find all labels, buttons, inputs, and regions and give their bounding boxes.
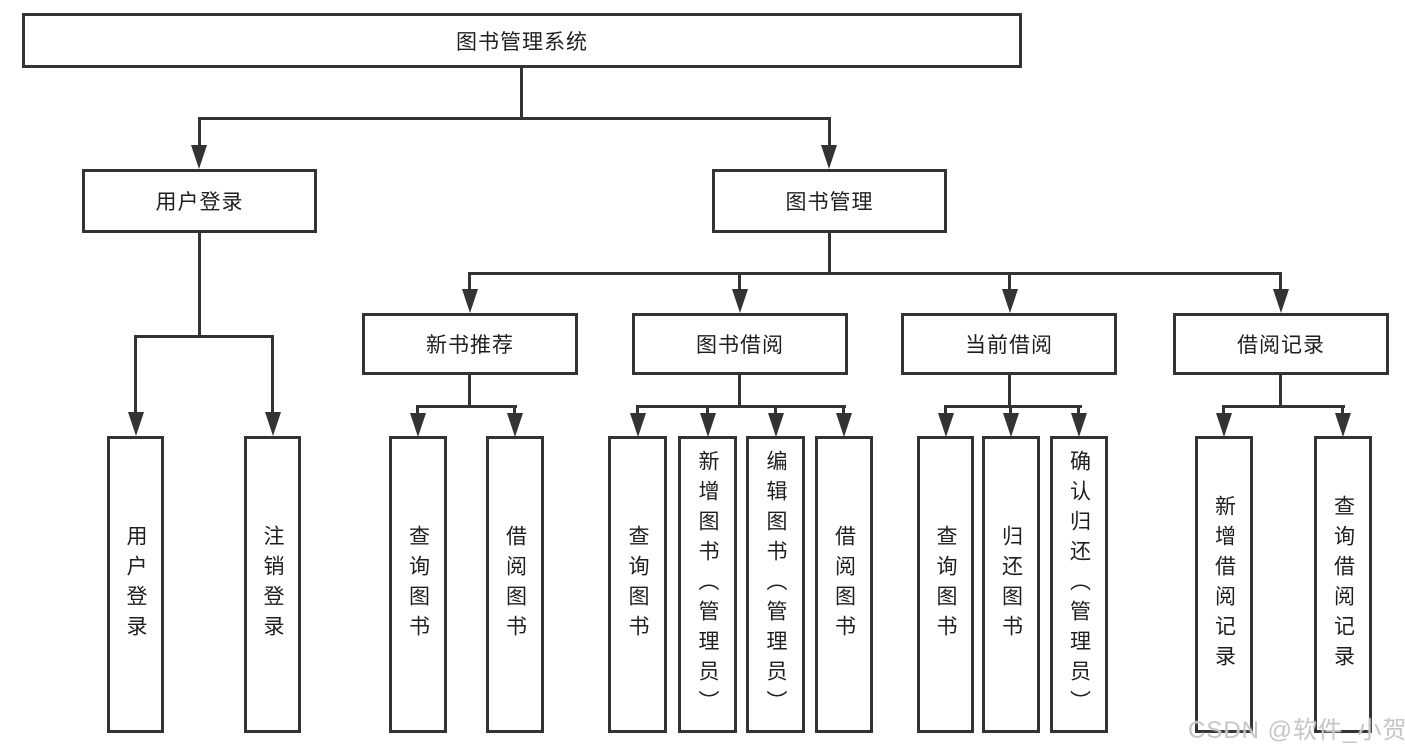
arrowhead-leaf bbox=[630, 413, 646, 437]
node-new-book-recommendation: 新书推荐 bbox=[362, 313, 578, 375]
arrowhead-leaf bbox=[1335, 413, 1351, 437]
connector-drop-leaf-logout bbox=[271, 335, 274, 413]
connector-new-book-stem bbox=[468, 375, 471, 407]
connector-drop bbox=[774, 405, 777, 415]
connector-drop bbox=[1009, 405, 1012, 415]
arrowhead-book-borrowing bbox=[732, 289, 748, 313]
node-leaf-user-login: 用户登录 bbox=[107, 436, 164, 733]
node-label: 编辑图书（管理员） bbox=[764, 449, 787, 720]
connector-book-mgmt-bar bbox=[468, 272, 1282, 275]
arrowhead-leaf bbox=[836, 413, 852, 437]
connector-root-bar bbox=[198, 117, 830, 120]
node-leaf-logout: 注销登录 bbox=[244, 436, 301, 733]
node-label: 新增图书（管理员） bbox=[696, 449, 719, 720]
node-label: 归还图书 bbox=[999, 524, 1023, 645]
node-label: 查询图书 bbox=[626, 524, 649, 645]
connector-current-borrowing-bar bbox=[944, 405, 1082, 408]
connector-drop bbox=[842, 405, 845, 415]
connector-drop bbox=[513, 405, 516, 415]
connector-root-stem bbox=[520, 68, 523, 117]
connector-drop-borrowing-records bbox=[1279, 272, 1282, 292]
node-borrowing-records: 借阅记录 bbox=[1173, 313, 1389, 375]
node-label: 用户登录 bbox=[124, 524, 147, 645]
connector-drop bbox=[1341, 405, 1344, 415]
connector-book-borrowing-bar bbox=[636, 405, 846, 408]
connector-new-book-bar bbox=[416, 405, 517, 408]
connector-book-mgmt-stem bbox=[828, 233, 831, 274]
connector-current-borrowing-stem bbox=[1008, 375, 1011, 407]
node-leaf-query-books-2: 查询图书 bbox=[608, 436, 667, 733]
arrowhead-leaf bbox=[700, 413, 716, 437]
arrowhead-leaf bbox=[938, 413, 954, 437]
node-leaf-query-borrow-record: 查询借阅记录 bbox=[1314, 436, 1372, 733]
arrowhead-leaf bbox=[1216, 413, 1232, 437]
connector-drop-book-management bbox=[828, 117, 831, 148]
node-leaf-return-books: 归还图书 bbox=[982, 436, 1040, 733]
node-leaf-borrow-books-2: 借阅图书 bbox=[815, 436, 873, 733]
connector-drop-current-borrowing bbox=[1008, 272, 1011, 292]
arrowhead-leaf-logout bbox=[265, 412, 281, 436]
node-current-borrowing: 当前借阅 bbox=[901, 313, 1117, 375]
connector-drop bbox=[416, 405, 419, 415]
node-label: 注销登录 bbox=[261, 524, 284, 645]
connector-drop bbox=[1077, 405, 1080, 415]
arrowhead-leaf bbox=[410, 413, 426, 437]
connector-drop-book-borrowing bbox=[738, 272, 741, 292]
arrowhead-current-borrowing bbox=[1002, 289, 1018, 313]
node-leaf-query-books-1: 查询图书 bbox=[389, 436, 447, 733]
connector-drop bbox=[706, 405, 709, 415]
node-leaf-borrow-books-1: 借阅图书 bbox=[486, 436, 544, 733]
arrowhead-borrowing-records bbox=[1273, 289, 1289, 313]
arrowhead-book-management bbox=[821, 145, 837, 169]
connector-book-borrowing-stem bbox=[738, 375, 741, 407]
arrowhead-leaf bbox=[1003, 413, 1019, 437]
node-leaf-add-book-admin: 新增图书（管理员） bbox=[678, 436, 737, 733]
arrowhead-new-book bbox=[462, 289, 478, 313]
node-user-login: 用户登录 bbox=[82, 169, 317, 233]
arrowhead-leaf-login bbox=[128, 412, 144, 436]
arrowhead-leaf bbox=[768, 413, 784, 437]
connector-user-login-stem bbox=[198, 233, 201, 335]
arrowhead-user-login bbox=[191, 145, 207, 169]
connector-user-login-bar bbox=[134, 335, 274, 338]
connector-drop bbox=[944, 405, 947, 415]
connector-drop bbox=[636, 405, 639, 415]
arrowhead-leaf bbox=[1071, 413, 1087, 437]
node-label: 借阅图书 bbox=[503, 524, 527, 645]
csdn-watermark: CSDN @软件_小贺同学 bbox=[1188, 717, 1405, 744]
node-label: 新增借阅记录 bbox=[1212, 494, 1236, 675]
node-library-system: 图书管理系统 bbox=[22, 13, 1022, 68]
node-leaf-add-borrow-record: 新增借阅记录 bbox=[1195, 436, 1253, 733]
node-leaf-edit-book-admin: 编辑图书（管理员） bbox=[746, 436, 805, 733]
connector-drop-leaf-login bbox=[134, 335, 137, 413]
node-label: 查询借阅记录 bbox=[1331, 494, 1355, 675]
node-label: 确认归还（管理员） bbox=[1067, 449, 1091, 720]
arrowhead-leaf bbox=[507, 413, 523, 437]
node-book-borrowing: 图书借阅 bbox=[632, 313, 848, 375]
node-leaf-query-books-3: 查询图书 bbox=[917, 436, 974, 733]
connector-drop bbox=[1222, 405, 1225, 415]
connector-drop-new-book bbox=[468, 272, 471, 292]
node-leaf-confirm-return-admin: 确认归还（管理员） bbox=[1050, 436, 1108, 733]
node-label: 查询图书 bbox=[934, 524, 957, 645]
connector-drop-user-login bbox=[198, 117, 201, 148]
connector-borrowing-records-bar bbox=[1222, 405, 1345, 408]
node-label: 查询图书 bbox=[406, 524, 430, 645]
connector-borrowing-records-stem bbox=[1279, 375, 1282, 407]
node-label: 借阅图书 bbox=[832, 524, 856, 645]
node-book-management: 图书管理 bbox=[712, 169, 947, 233]
